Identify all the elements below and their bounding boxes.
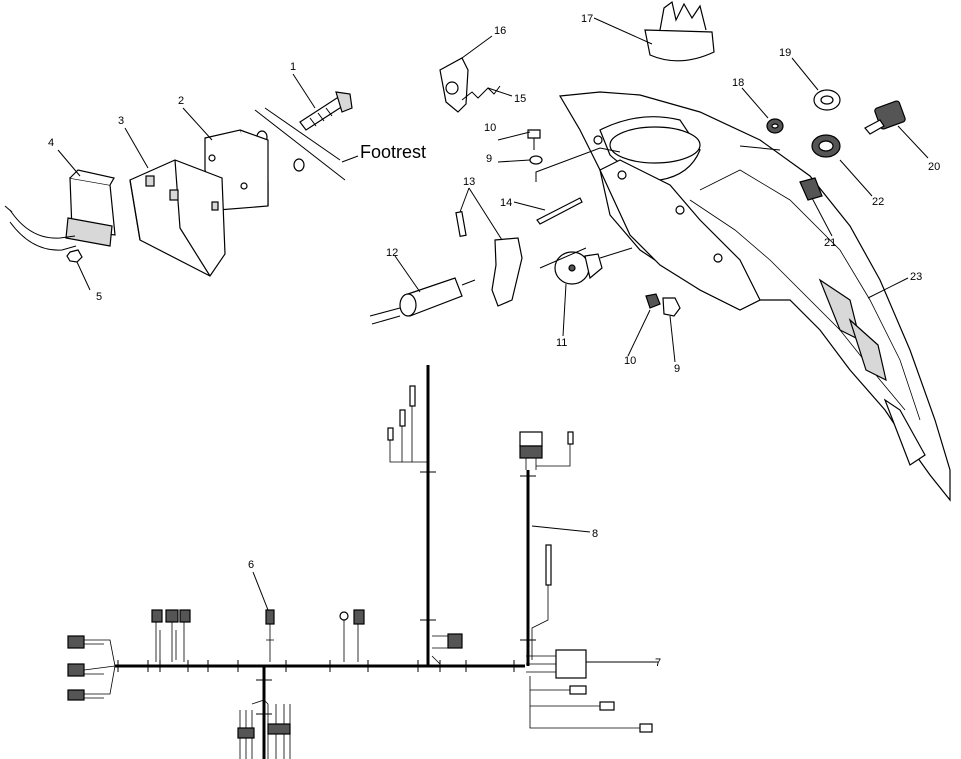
bolt-part-1 <box>299 91 353 131</box>
lever-part-13 <box>455 210 523 307</box>
pod-assembly <box>369 0 951 502</box>
connector-part-7 <box>526 649 653 733</box>
module-part-3 <box>129 159 226 277</box>
ignition-part-11 <box>554 247 633 285</box>
callout-18: 18 <box>732 77 744 89</box>
callout-23: 23 <box>910 271 922 283</box>
footrest-line <box>254 109 346 181</box>
callout-17: 17 <box>581 13 593 25</box>
ring-part-19 <box>813 89 841 111</box>
screw-part-10-lower <box>645 293 661 309</box>
part-4-cable-2 <box>9 221 77 251</box>
screw-part-10-upper <box>527 129 541 150</box>
callout-1: 1 <box>290 61 296 73</box>
pin-part-14 <box>536 197 583 225</box>
leader-lines <box>57 17 929 663</box>
callout-12: 12 <box>386 247 398 259</box>
connector-part-6 <box>265 609 275 662</box>
wiring-harness <box>67 365 653 759</box>
key-part-20 <box>864 100 906 135</box>
nut-part-18 <box>766 118 784 134</box>
callout-13: 13 <box>463 176 475 188</box>
callout-19: 19 <box>779 47 791 59</box>
callout-6: 6 <box>248 559 254 571</box>
connector-group-c <box>431 633 463 665</box>
callout-15: 15 <box>514 93 526 105</box>
callout-10-lower: 10 <box>624 355 636 367</box>
washer-part-9-lower <box>662 297 681 317</box>
part-4-cover <box>65 169 116 247</box>
footrest-label: Footrest <box>360 142 426 162</box>
callout-16: 16 <box>494 25 506 37</box>
callout-7: 7 <box>655 657 661 669</box>
callout-2: 2 <box>178 95 184 107</box>
callout-20: 20 <box>928 161 940 173</box>
connector-group-bottom <box>237 699 291 759</box>
clip-part-21 <box>799 177 823 201</box>
callout-8: 8 <box>592 528 598 540</box>
callout-21: 21 <box>824 237 836 249</box>
connector-group-top <box>387 385 428 463</box>
left-connectors <box>67 635 116 701</box>
connector-group-b <box>339 609 365 662</box>
callout-10-upper: 10 <box>484 122 496 134</box>
callouts: 1 2 3 4 5 6 7 8 9 9 10 10 11 12 13 14 15… <box>48 13 940 669</box>
footrest-assembly <box>4 91 359 277</box>
washer-part-9-upper <box>529 155 543 165</box>
callout-5: 5 <box>96 291 102 303</box>
callout-9-upper: 9 <box>486 153 492 165</box>
spring-part-15 <box>461 85 501 101</box>
ring-part-22 <box>811 134 841 158</box>
connector-group-part-8 <box>519 431 574 660</box>
part-4-cable <box>9 209 76 239</box>
connector-group-a <box>151 609 191 662</box>
callout-14: 14 <box>500 197 512 209</box>
callout-9-lower: 9 <box>674 363 680 375</box>
nut-part-5 <box>66 249 83 263</box>
callout-3: 3 <box>118 115 124 127</box>
footrest-line-2 <box>264 107 341 161</box>
switch-part-12 <box>369 277 476 325</box>
footrest-leader <box>341 155 359 163</box>
callout-11: 11 <box>556 337 567 349</box>
washer-lower <box>293 158 305 172</box>
gauge-part-17 <box>644 0 715 62</box>
callout-4: 4 <box>48 137 54 149</box>
callout-22: 22 <box>872 196 884 208</box>
